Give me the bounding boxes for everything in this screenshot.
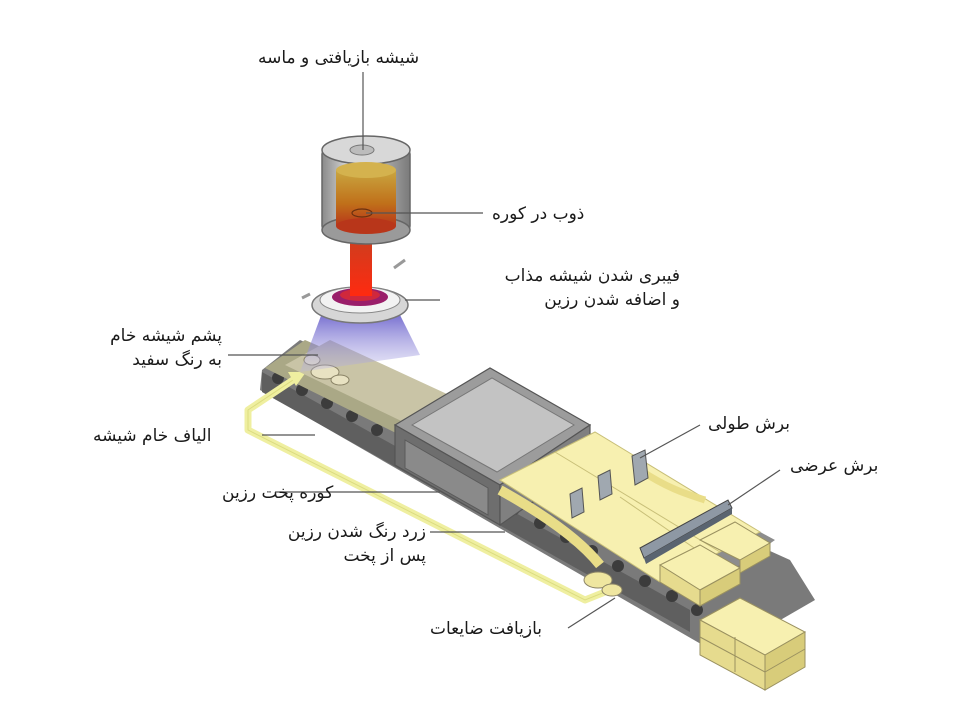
molten-stream — [350, 232, 372, 296]
label-cross-cut: برش عرضی — [790, 456, 879, 476]
label-yellow-after-curing: زرد رنگ شدن رزین پس از پخت — [287, 522, 426, 566]
label-fiberizing: فیبری شدن شیشه مذاب و اضافه شدن رزین — [504, 266, 680, 310]
waste-pieces — [583, 571, 623, 597]
label-curing-oven: کوره پخت رزین — [222, 483, 334, 503]
fiber-spray — [300, 305, 420, 372]
leader-lines — [228, 72, 781, 629]
longitudinal-cutter — [569, 449, 649, 519]
furnace — [321, 135, 411, 245]
label-white-wool: پشم شیشه خام به رنگ سفید — [110, 326, 222, 370]
label-longitudinal-cut: برش طولی — [708, 414, 790, 434]
label-raw-fibers: الیاف خام شیشه — [93, 426, 212, 446]
cross-cutter — [639, 499, 733, 564]
label-furnace-melt: ذوب در کوره — [492, 204, 585, 224]
finished-stack — [698, 597, 807, 691]
cut-blocks — [658, 521, 771, 607]
label-recycled-glass-sand: شیشه بازیافتی و ماسه — [258, 48, 420, 68]
label-waste-recycling: بازیافت ضایعات — [430, 619, 542, 639]
